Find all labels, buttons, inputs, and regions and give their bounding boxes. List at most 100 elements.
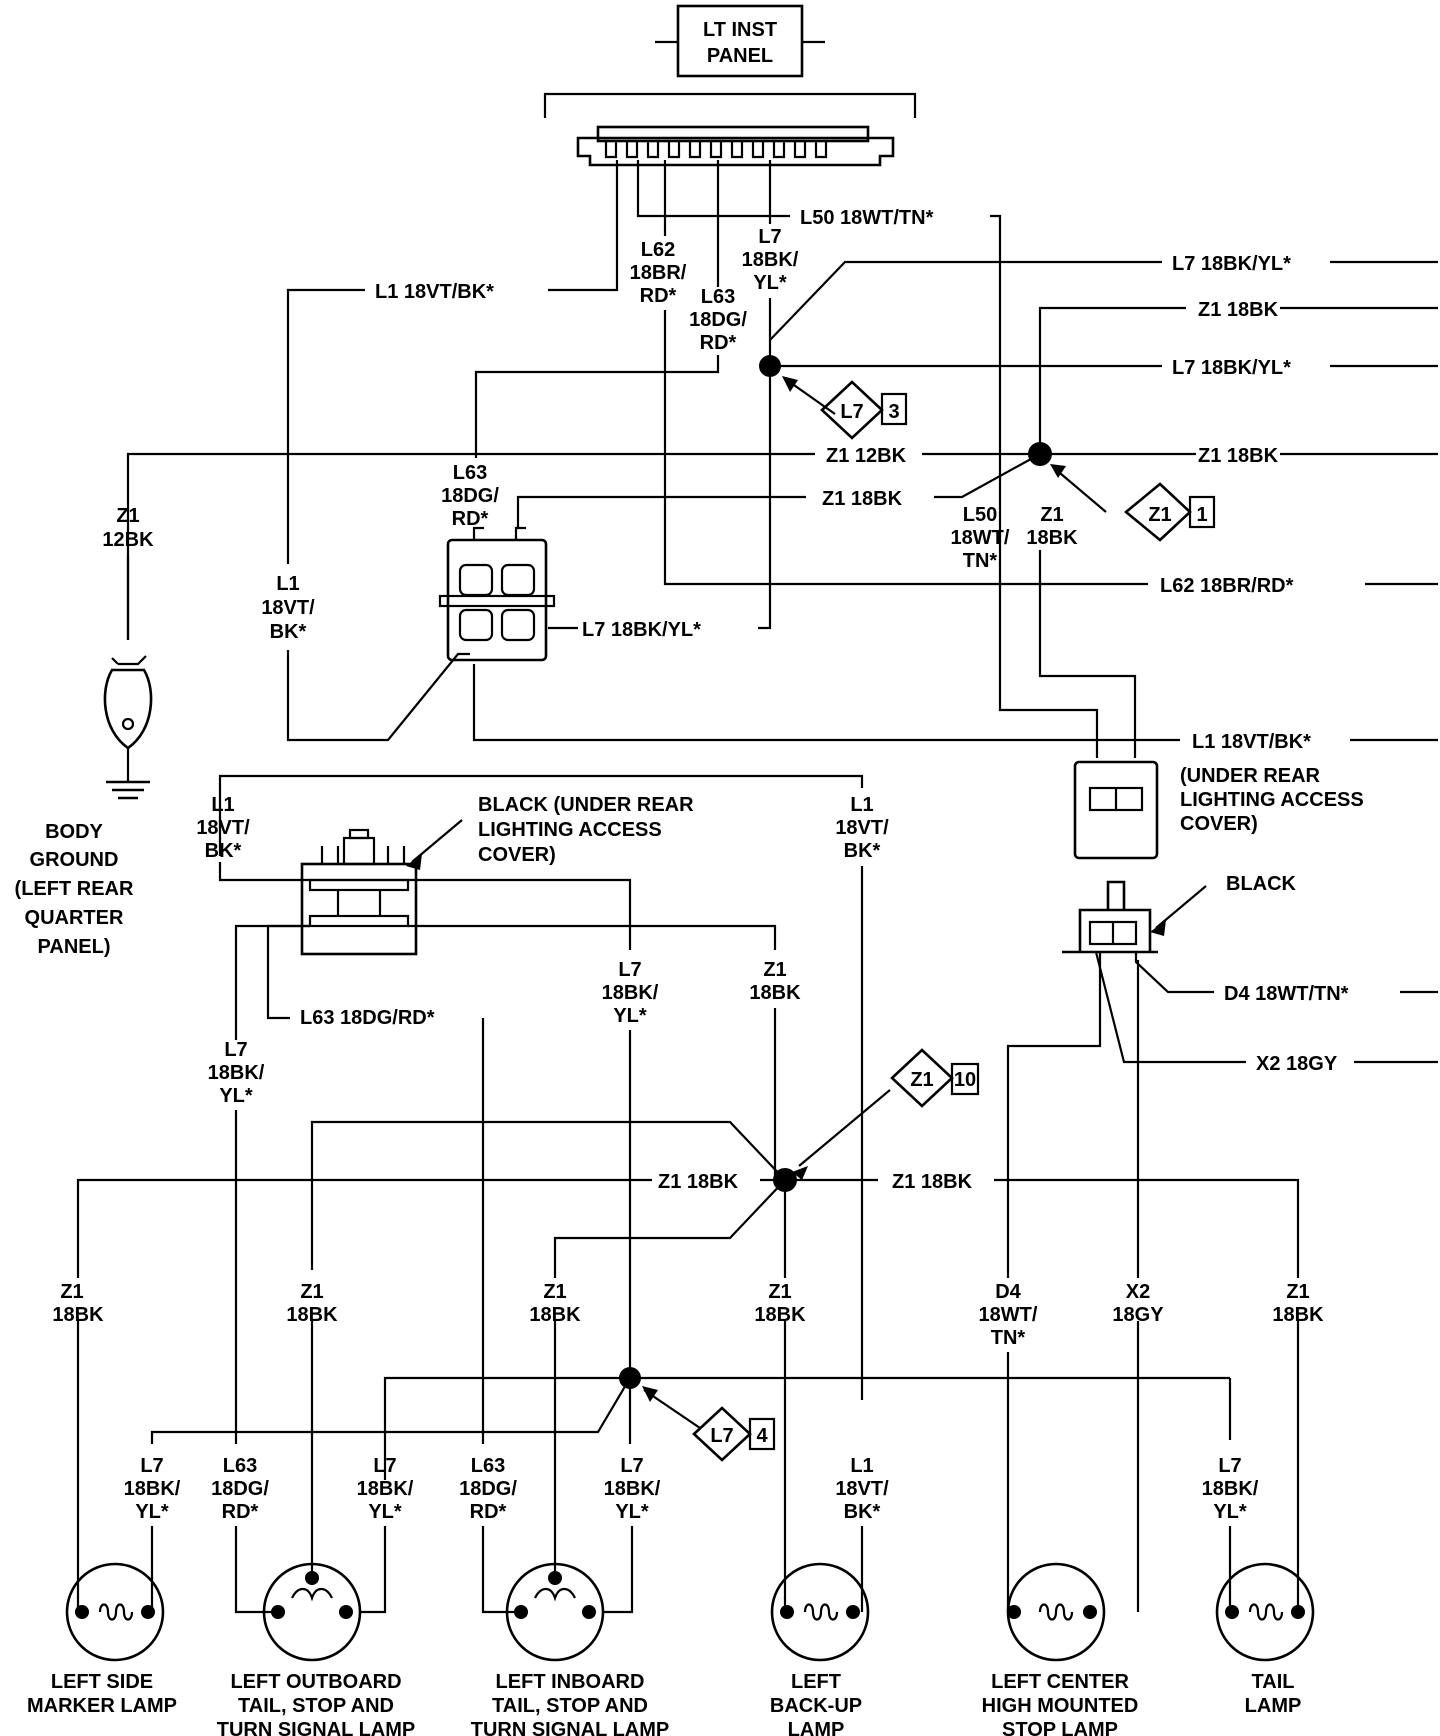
wire-l7-right-2: L7 18BK/YL* <box>1172 357 1291 379</box>
svg-text:TN*: TN* <box>963 550 998 572</box>
svg-text:L62: L62 <box>641 239 675 261</box>
wire-l63-lower: L63 18DG/RD* <box>300 1007 435 1029</box>
svg-text:L63: L63 <box>701 286 735 308</box>
svg-text:LIGHTING ACCESS: LIGHTING ACCESS <box>1180 789 1364 811</box>
drop-labels: Z1 18BK Z1 18BK Z1 18BK Z1 18BK D4 18WT/… <box>52 1281 1324 1349</box>
wire-l7-right-1: L7 18BK/YL* <box>1172 253 1291 275</box>
svg-text:Z1: Z1 <box>763 959 786 981</box>
svg-text:L7: L7 <box>1218 1455 1241 1477</box>
wire-l1-right: L1 18VT/BK* <box>1192 731 1311 753</box>
lamp-left-side-marker <box>65 1562 165 1662</box>
svg-text:L7: L7 <box>373 1455 396 1477</box>
lamp-labels: LEFT SIDE MARKER LAMP LEFT OUTBOARD TAIL… <box>27 1671 1301 1736</box>
svg-text:LEFT SIDE: LEFT SIDE <box>51 1671 153 1693</box>
svg-text:L7: L7 <box>710 1425 733 1447</box>
wire-l62-top: L62 18BR/ RD* <box>630 239 687 307</box>
svg-text:18VT/: 18VT/ <box>196 817 250 839</box>
svg-text:TAIL: TAIL <box>1252 1671 1295 1693</box>
svg-text:HIGH MOUNTED: HIGH MOUNTED <box>982 1695 1139 1717</box>
svg-text:Z1: Z1 <box>768 1281 791 1303</box>
svg-text:COVER): COVER) <box>1180 813 1258 835</box>
svg-text:18BR/: 18BR/ <box>630 262 687 284</box>
svg-text:Z1: Z1 <box>910 1069 933 1091</box>
svg-text:PANEL): PANEL) <box>38 936 111 958</box>
svg-text:BACK-UP: BACK-UP <box>770 1695 862 1717</box>
svg-text:MARKER LAMP: MARKER LAMP <box>27 1695 177 1717</box>
svg-text:10: 10 <box>954 1069 976 1091</box>
svg-text:18BK: 18BK <box>749 982 801 1004</box>
svg-text:18BK: 18BK <box>529 1304 581 1326</box>
wire-l63-mid: L63 18DG/ RD* <box>441 462 499 530</box>
black-connector <box>1062 880 1158 954</box>
svg-text:RD*: RD* <box>452 508 489 530</box>
inst-panel-connector <box>576 125 895 167</box>
wire-z1-lower-left: Z1 18BK <box>658 1171 739 1193</box>
svg-text:18BK/: 18BK/ <box>604 1478 661 1500</box>
svg-text:Z1: Z1 <box>1286 1281 1309 1303</box>
svg-text:18WT/: 18WT/ <box>951 527 1010 549</box>
svg-text:18BK: 18BK <box>286 1304 338 1326</box>
svg-text:TURN SIGNAL LAMP: TURN SIGNAL LAMP <box>471 1719 670 1736</box>
wire-l1-b: L1 18VT/ BK* <box>835 794 889 862</box>
svg-text:18DG/: 18DG/ <box>459 1478 517 1500</box>
svg-text:YL*: YL* <box>135 1501 169 1523</box>
svg-text:18VT/: 18VT/ <box>835 1478 889 1500</box>
wire-l62-right: L62 18BR/RD* <box>1160 575 1294 597</box>
svg-text:L63: L63 <box>471 1455 505 1477</box>
svg-text:L1: L1 <box>211 794 234 816</box>
wire-z1-right-2: Z1 18BK <box>1198 445 1279 467</box>
wire-l7-top: L7 18BK/ YL* <box>742 226 799 294</box>
svg-text:TAIL, STOP AND: TAIL, STOP AND <box>238 1695 394 1717</box>
svg-text:18BK: 18BK <box>1272 1304 1324 1326</box>
svg-text:18GY: 18GY <box>1112 1304 1164 1326</box>
svg-text:18VT/: 18VT/ <box>835 817 889 839</box>
svg-text:18BK: 18BK <box>1026 527 1078 549</box>
wire-z1-12bk: Z1 12BK <box>826 445 907 467</box>
svg-text:BLACK (UNDER REAR: BLACK (UNDER REAR <box>478 794 694 816</box>
wire-x2-right: X2 18GY <box>1256 1053 1338 1075</box>
note-under-rear: (UNDER REAR LIGHTING ACCESS COVER) <box>1180 765 1364 835</box>
svg-text:YL*: YL* <box>753 272 787 294</box>
svg-text:L63: L63 <box>223 1455 257 1477</box>
wire-l1-left: L1 18VT/ BK* <box>261 573 315 643</box>
wire-l1-top: L1 18VT/BK* <box>375 281 494 303</box>
svg-text:YL*: YL* <box>615 1501 649 1523</box>
wire-d4-right: D4 18WT/TN* <box>1224 983 1349 1005</box>
svg-text:18BK: 18BK <box>52 1304 104 1326</box>
inst-panel-bracket <box>543 92 917 118</box>
splice-z1-1: Z1 1 <box>1028 442 1216 542</box>
wire-l50-top: L50 18WT/TN* <box>800 207 934 229</box>
wire-l7-d: L7 18BK/ YL* <box>208 1039 265 1107</box>
note-black-under-rear: BLACK (UNDER REAR LIGHTING ACCESS COVER) <box>478 794 694 866</box>
title-line-1: LT INST <box>703 19 777 41</box>
svg-text:BODY: BODY <box>45 821 103 843</box>
svg-text:LEFT CENTER: LEFT CENTER <box>991 1671 1129 1693</box>
wire-z1-right-1: Z1 18BK <box>1198 299 1279 321</box>
lamp-left-center-high-mounted <box>1006 1562 1106 1662</box>
svg-text:COVER): COVER) <box>478 844 556 866</box>
svg-text:LAMP: LAMP <box>1245 1695 1302 1717</box>
svg-text:L1: L1 <box>850 1455 873 1477</box>
svg-text:L1: L1 <box>276 573 299 595</box>
lamp-feed-labels: L7 18BK/ YL* L63 18DG/ RD* L7 18BK/ YL* … <box>124 1455 1259 1523</box>
svg-text:1: 1 <box>1196 504 1207 526</box>
svg-text:L63: L63 <box>453 462 487 484</box>
svg-text:18DG/: 18DG/ <box>211 1478 269 1500</box>
wire-z1-mid: Z1 18BK <box>1026 504 1078 549</box>
inst-panel-title-box: LT INST PANEL <box>655 4 825 78</box>
svg-text:Z1: Z1 <box>116 505 139 527</box>
svg-text:L50: L50 <box>963 504 997 526</box>
note-body-ground: BODY GROUND (LEFT REAR QUARTER PANEL) <box>15 821 134 958</box>
svg-text:L7: L7 <box>840 401 863 423</box>
svg-text:D4: D4 <box>995 1281 1021 1303</box>
svg-text:L7: L7 <box>224 1039 247 1061</box>
svg-text:L1: L1 <box>850 794 873 816</box>
svg-text:Z1: Z1 <box>1148 504 1171 526</box>
svg-text:18BK: 18BK <box>754 1304 806 1326</box>
svg-text:BK*: BK* <box>844 840 881 862</box>
svg-text:BK*: BK* <box>844 1501 881 1523</box>
svg-text:18BK/: 18BK/ <box>602 982 659 1004</box>
svg-text:Z1: Z1 <box>60 1281 83 1303</box>
svg-text:18BK/: 18BK/ <box>357 1478 414 1500</box>
